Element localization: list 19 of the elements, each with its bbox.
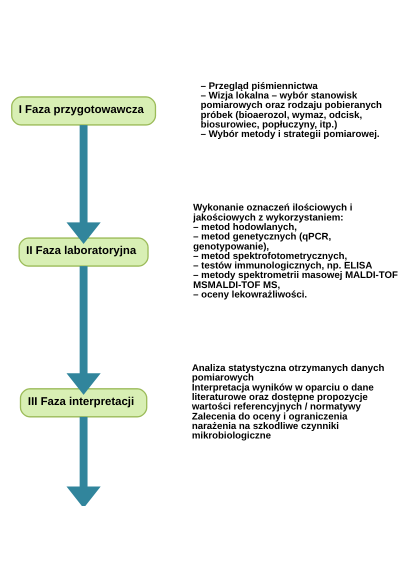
node-label: Interpretacja wyników w oparciu o dane literaturowe oraz dostępne propozycje wartości referencyjnych / normatywy	[192, 382, 374, 412]
node-label: – Przegląd piśmiennictwa	[200, 80, 318, 92]
node-label: Zalecenia do oceny i ograniczenia narażenia na szkodliwe czynniki mikrobiologiczne	[192, 410, 348, 442]
node-label: – metody spektrometrii masowej MALDI-TOF MSMALDI-TOF MS,	[193, 270, 398, 290]
node-box: III Faza interpretacji	[20, 388, 148, 417]
arrow	[66, 266, 101, 394]
node-label: – Wizja lokalna – wybór stanowisk pomiarowych oraz rodzaju pobieranych próbek (bioaerozol, wymaz, odcisk, biosurowiec, popłuczyny, itp.)	[200, 90, 382, 130]
node-label: – Wybór metody i strategii pomiarowej.	[200, 128, 380, 140]
node-label: – metod spektrofotometrycznych,	[193, 250, 348, 262]
node-label: Analiza statystyczna otrzymanych danych pomiarowych	[192, 362, 384, 384]
node-box: I Faza przygotowawcza	[11, 96, 156, 126]
node-label: – oceny lekowrażliwości.	[193, 288, 308, 300]
node-label: – metod hodowlanych,	[193, 221, 297, 232]
node-label: Wykonanie oznaczeń ilościowych i jakościowych z wykorzystaniem:	[193, 202, 352, 223]
node-label: – metod genetycznych (qPCR, genotypowanie),	[193, 231, 332, 252]
arrow	[66, 124, 101, 244]
node-box: II Faza laboratoryjna	[18, 236, 149, 266]
node-label: – testów immunologicznych, np. ELISA	[193, 260, 372, 272]
arrow	[66, 416, 101, 506]
